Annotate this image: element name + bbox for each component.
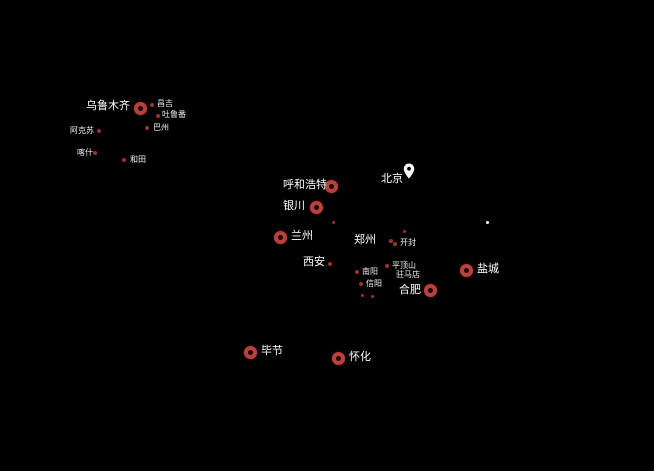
location-pin-icon[interactable] [400, 161, 418, 181]
city-label: 银川 [283, 200, 305, 212]
map-dot [370, 294, 374, 298]
beijing-label: 北京 [381, 173, 403, 185]
city-marker-dot[interactable] [385, 264, 389, 268]
map-dot [402, 229, 406, 233]
city-label: 郑州 [354, 234, 376, 246]
city-label: 南阳 [362, 267, 378, 276]
city-label: 兰州 [291, 230, 313, 242]
city-label: 怀化 [349, 351, 371, 363]
city-marker-dot[interactable] [93, 151, 97, 155]
city-label: 乌鲁木齐 [86, 100, 130, 112]
city-label: 呼和浩特 [283, 179, 327, 191]
city-marker-ring[interactable] [331, 351, 345, 365]
city-label: 昌吉 [157, 99, 173, 108]
city-label: 和田 [130, 155, 146, 164]
city-marker-dot[interactable] [389, 239, 393, 243]
city-marker-dot[interactable] [355, 270, 359, 274]
city-marker-dot[interactable] [393, 242, 397, 246]
city-marker-dot[interactable] [150, 103, 154, 107]
city-label: 喀什 [77, 148, 93, 157]
city-label: 巴州 [153, 123, 169, 132]
city-label: 西安 [303, 256, 325, 268]
city-marker-ring[interactable] [459, 263, 473, 277]
city-label: 毕节 [261, 345, 283, 357]
city-marker-dot[interactable] [145, 126, 149, 130]
city-marker-dot[interactable] [156, 114, 160, 118]
city-label: 吐鲁番 [162, 110, 186, 119]
city-marker-dot[interactable] [328, 262, 332, 266]
city-marker-ring[interactable] [243, 345, 257, 359]
city-marker-ring[interactable] [133, 101, 147, 115]
city-marker-dot[interactable] [97, 129, 101, 133]
city-label: 平顶山 [392, 261, 416, 270]
city-marker-dot[interactable] [359, 282, 363, 286]
city-marker-ring[interactable] [423, 283, 437, 297]
city-label: 盐城 [477, 263, 499, 275]
city-label: 信阳 [366, 279, 382, 288]
city-label: 驻马店 [396, 270, 420, 279]
city-marker-ring[interactable] [273, 230, 287, 244]
city-label: 开封 [400, 238, 416, 247]
city-marker-ring[interactable] [309, 200, 323, 214]
map-dot [485, 220, 489, 224]
map-dot [331, 220, 335, 224]
map-dot [360, 293, 364, 297]
city-marker-dot[interactable] [122, 158, 126, 162]
city-label: 阿克苏 [70, 126, 94, 135]
city-label: 合肥 [399, 284, 421, 296]
city-marker-ring[interactable] [324, 179, 338, 193]
